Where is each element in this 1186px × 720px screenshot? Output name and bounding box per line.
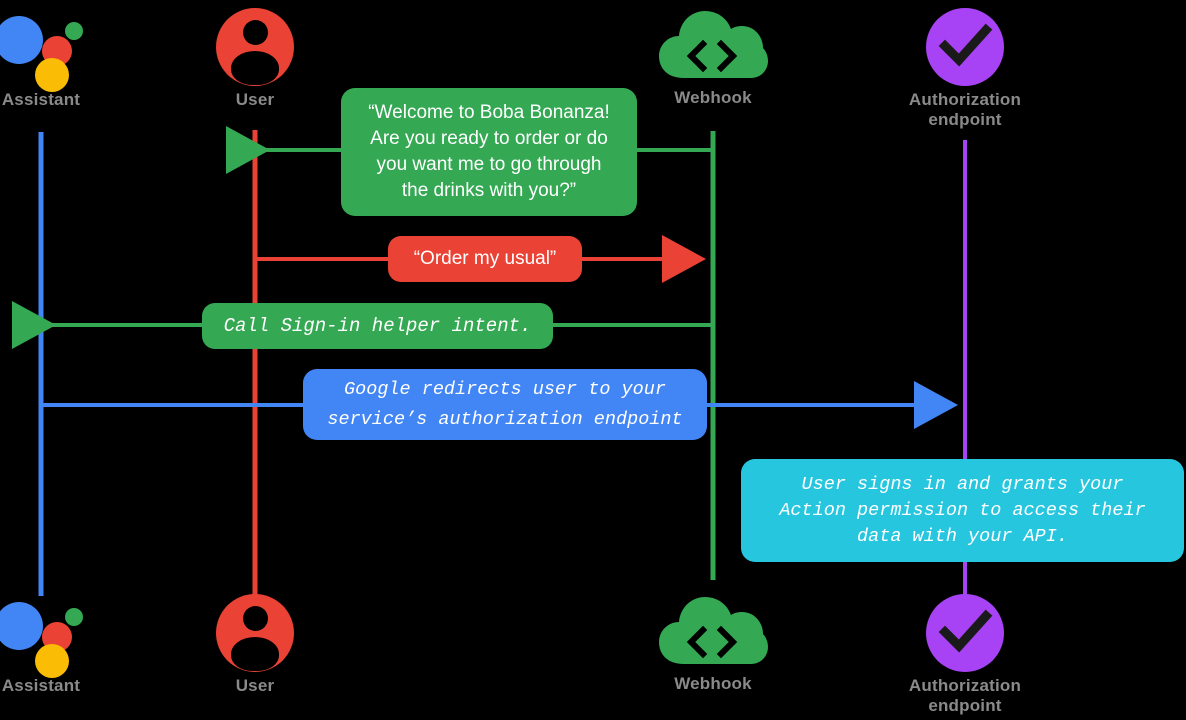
message-bubble-google-redirect: Google redirects user to your service’s … [303, 369, 707, 440]
message-bubble-user-signs-in: User signs in and grants your Action per… [741, 459, 1184, 562]
message-line: “Welcome to Boba Bonanza! [368, 102, 610, 123]
assistant-dot-green [65, 22, 83, 40]
message-text-order-my-usual: “Order my usual” [413, 248, 557, 269]
user-icon-wrap [155, 8, 355, 90]
actor-user-top: User [155, 8, 355, 110]
authorization-icon-wrap [865, 8, 1065, 90]
cloud-code-icon [657, 6, 769, 84]
actor-user-bottom: User [155, 594, 355, 696]
actor-label-user: User [235, 90, 275, 109]
google-assistant-dots-icon [0, 594, 87, 678]
actor-webhook-bottom: Webhook [613, 592, 813, 694]
webhook-icon-wrap-bottom [613, 592, 813, 674]
purple-check-circle-icon [926, 8, 1004, 86]
message-bubble-welcome: “Welcome to Boba Bonanza! Are you ready … [341, 88, 637, 216]
message-line: User signs in and grants your [801, 473, 1124, 495]
cloud-code-icon [657, 592, 769, 670]
assistant-dot-green [65, 608, 83, 626]
message-line: service’s authorization endpoint [327, 408, 683, 430]
actor-label-webhook: Webhook [674, 88, 752, 107]
actor-authorization-top: Authorization endpoint [865, 8, 1065, 130]
user-icon-wrap-bottom [155, 594, 355, 676]
actor-label-assistant: Assistant [1, 676, 81, 695]
assistant-dot-blue [0, 602, 43, 650]
google-assistant-dots-icon [0, 8, 87, 92]
assistant-dot-yellow [35, 58, 69, 92]
webhook-icon-wrap [613, 6, 813, 88]
assistant-icon-wrap-bottom [0, 594, 141, 678]
message-text-google-redirect: Google redirects user to your service’s … [327, 375, 682, 435]
actor-assistant-top: Assistant [0, 8, 141, 110]
actor-label-webhook: Webhook [674, 674, 752, 693]
actor-label-authorization-line2: endpoint [928, 696, 1002, 715]
message-text-user-signs-in: User signs in and grants your Action per… [779, 472, 1145, 550]
actor-label-user: User [235, 676, 275, 695]
actor-label-authorization-line2: endpoint [928, 110, 1002, 129]
actor-authorization-bottom: Authorization endpoint [865, 594, 1065, 716]
authorization-icon-wrap-bottom [865, 594, 1065, 676]
user-avatar-icon [216, 594, 294, 672]
message-line: the drinks with you?” [401, 180, 577, 201]
actor-assistant-bottom: Assistant [0, 594, 141, 696]
actor-label-authorization-line1: Authorization [908, 90, 1022, 109]
message-bubble-order-my-usual: “Order my usual” [388, 236, 582, 282]
purple-check-circle-icon [926, 594, 1004, 672]
message-line: Action permission to access their [779, 499, 1146, 521]
message-line: data with your API. [857, 525, 1068, 547]
message-text-call-signin-helper: Call Sign-in helper intent. [223, 315, 532, 337]
assistant-icon-wrap [0, 8, 141, 92]
actor-webhook-top: Webhook [613, 6, 813, 108]
message-line: you want me to go through [376, 154, 602, 175]
actor-label-assistant: Assistant [1, 90, 81, 109]
user-avatar-icon [216, 8, 294, 86]
actor-label-authorization-line1: Authorization [908, 676, 1022, 695]
assistant-dot-yellow [35, 644, 69, 678]
message-line: Are you ready to order or do [370, 128, 608, 149]
message-line: Google redirects user to your [344, 378, 666, 400]
message-text-welcome: “Welcome to Boba Bonanza! Are you ready … [368, 100, 610, 204]
assistant-dot-blue [0, 16, 43, 64]
message-bubble-call-signin-helper: Call Sign-in helper intent. [202, 303, 553, 349]
